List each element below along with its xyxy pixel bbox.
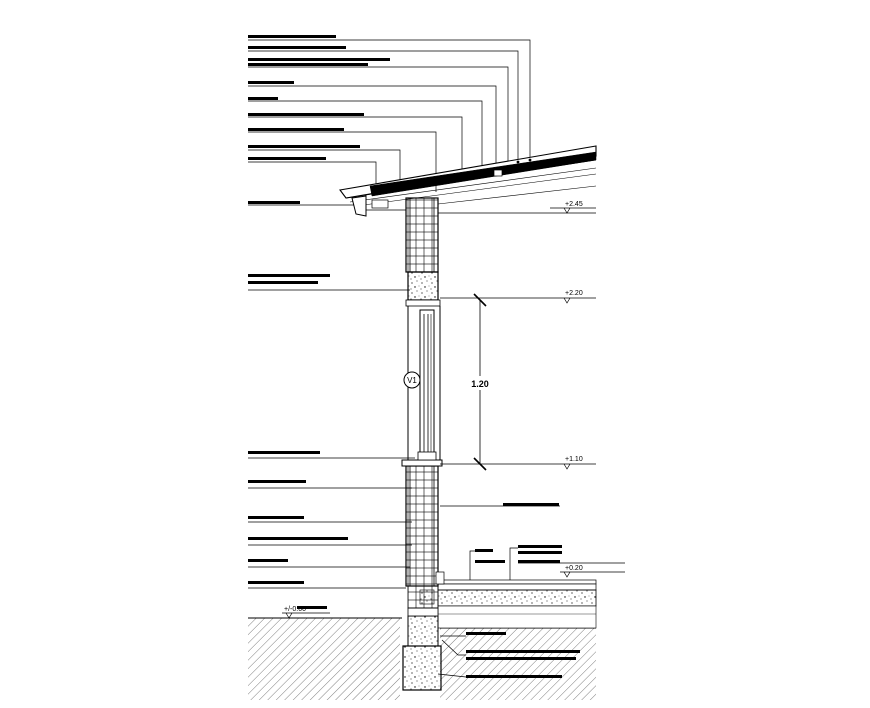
foundation bbox=[402, 585, 442, 691]
note-mark bbox=[248, 559, 288, 562]
lintel bbox=[407, 271, 439, 301]
roof bbox=[339, 145, 597, 217]
note-mark bbox=[248, 63, 368, 66]
note-mark bbox=[248, 97, 278, 100]
note-mark bbox=[248, 145, 360, 148]
floor-slab bbox=[437, 579, 597, 629]
note-mark bbox=[248, 113, 364, 116]
note-mark bbox=[475, 549, 493, 552]
note-mark bbox=[248, 35, 336, 38]
note-mark bbox=[248, 480, 306, 483]
note-mark bbox=[518, 560, 560, 563]
level-floor: +0.20 bbox=[565, 565, 583, 572]
note-mark bbox=[248, 201, 300, 204]
note-mark bbox=[248, 281, 318, 284]
dimension-value: 1.20 bbox=[471, 379, 489, 389]
level-labels: +2.45 +2.20 +1.10 +0.20 +/-0.00 bbox=[284, 201, 583, 613]
note-mark bbox=[248, 451, 320, 454]
window-tag: V1 bbox=[407, 376, 417, 385]
note-mark bbox=[248, 128, 344, 131]
note-mark bbox=[248, 58, 390, 61]
leader-lines bbox=[248, 39, 625, 678]
level-lintel: +2.20 bbox=[565, 290, 583, 297]
note-mark bbox=[503, 503, 559, 506]
level-markers bbox=[282, 207, 625, 619]
level-ground: +/-0.00 bbox=[284, 606, 306, 613]
note-mark bbox=[297, 606, 327, 609]
note-mark bbox=[248, 157, 326, 160]
level-sill: +1.10 bbox=[565, 456, 583, 463]
note-mark bbox=[248, 274, 330, 277]
note-mark bbox=[518, 551, 562, 554]
note-mark bbox=[518, 545, 562, 548]
level-eave: +2.45 bbox=[565, 201, 583, 208]
note-mark bbox=[248, 46, 346, 49]
note-mark bbox=[248, 581, 304, 584]
lower-wall bbox=[405, 465, 445, 587]
note-mark bbox=[475, 560, 505, 563]
note-mark bbox=[248, 81, 294, 84]
window-tag-circle bbox=[403, 371, 421, 389]
upper-wall bbox=[405, 197, 441, 307]
note-mark bbox=[248, 516, 304, 519]
note-mark bbox=[248, 537, 348, 540]
window: V1 bbox=[401, 306, 443, 467]
ground bbox=[248, 617, 596, 700]
